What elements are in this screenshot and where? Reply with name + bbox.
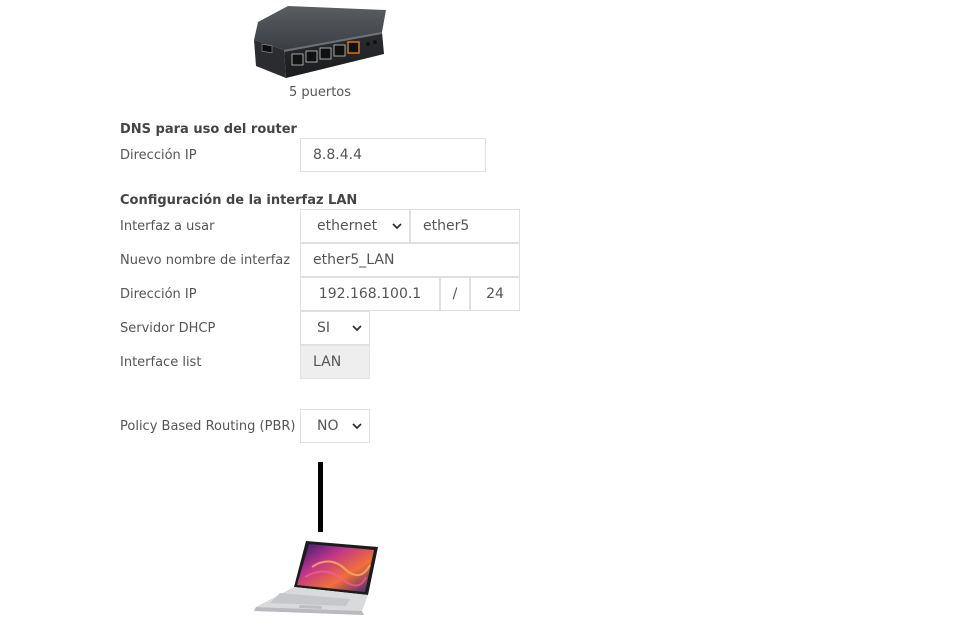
ip-separator-text: / bbox=[452, 286, 458, 302]
chevron-down-icon bbox=[352, 325, 362, 332]
dns-ip-value: 8.8.4.4 bbox=[313, 147, 362, 163]
pbr-value: NO bbox=[317, 418, 339, 434]
laptop-image bbox=[254, 541, 378, 615]
interface-list-label: Interface list bbox=[120, 355, 202, 370]
interface-type-select[interactable]: ethernet bbox=[300, 209, 410, 243]
dns-ip-input[interactable]: 8.8.4.4 bbox=[300, 138, 486, 172]
pbr-label: Policy Based Routing (PBR) bbox=[120, 419, 296, 434]
interface-name-input[interactable]: ether5 bbox=[410, 209, 520, 243]
dhcp-value: SI bbox=[317, 320, 331, 336]
interface-label: Interfaz a usar bbox=[120, 219, 215, 234]
mask-input[interactable]: 24 bbox=[470, 277, 520, 311]
dns-section-title: DNS para uso del router bbox=[120, 122, 297, 137]
interface-list-field: LAN bbox=[300, 345, 370, 379]
lan-ip-label: Dirección IP bbox=[120, 287, 197, 302]
new-name-label: Nuevo nombre de interfaz bbox=[120, 253, 291, 268]
new-name-input[interactable]: ether5_LAN bbox=[300, 243, 520, 277]
pbr-select[interactable]: NO bbox=[300, 409, 370, 443]
lan-ip-input[interactable]: 192.168.100.1 bbox=[300, 277, 440, 311]
interface-name-value: ether5 bbox=[423, 218, 470, 234]
lan-ip-value: 192.168.100.1 bbox=[318, 286, 422, 302]
chevron-down-icon bbox=[352, 423, 362, 430]
ip-separator: / bbox=[440, 277, 470, 311]
mask-value: 24 bbox=[486, 286, 504, 302]
chevron-down-icon bbox=[392, 223, 402, 230]
interface-list-value: LAN bbox=[313, 354, 342, 370]
interface-type-value: ethernet bbox=[317, 218, 378, 234]
dns-ip-label: Dirección IP bbox=[120, 148, 197, 163]
dhcp-label: Servidor DHCP bbox=[120, 321, 216, 336]
lan-section-title: Configuración de la interfaz LAN bbox=[120, 193, 358, 208]
network-cable bbox=[318, 462, 323, 532]
router-image bbox=[254, 6, 386, 78]
new-name-value: ether5_LAN bbox=[313, 252, 395, 268]
dhcp-select[interactable]: SI bbox=[300, 311, 370, 345]
router-caption: 5 puertos bbox=[288, 85, 352, 100]
